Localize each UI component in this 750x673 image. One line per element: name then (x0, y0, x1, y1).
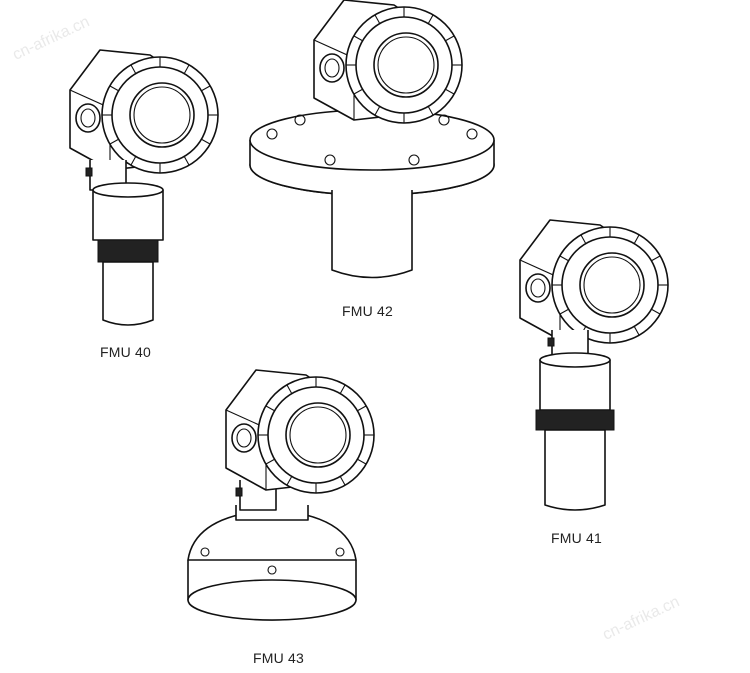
fmu42-device (249, 0, 495, 279)
fmu40-device (69, 49, 219, 326)
fmu43-device (187, 369, 375, 621)
label-fmu43: FMU 43 (253, 650, 304, 666)
label-fmu41: FMU 41 (551, 530, 602, 546)
label-fmu40: FMU 40 (100, 344, 151, 360)
fmu41-device (519, 219, 669, 511)
label-fmu42: FMU 42 (342, 303, 393, 319)
